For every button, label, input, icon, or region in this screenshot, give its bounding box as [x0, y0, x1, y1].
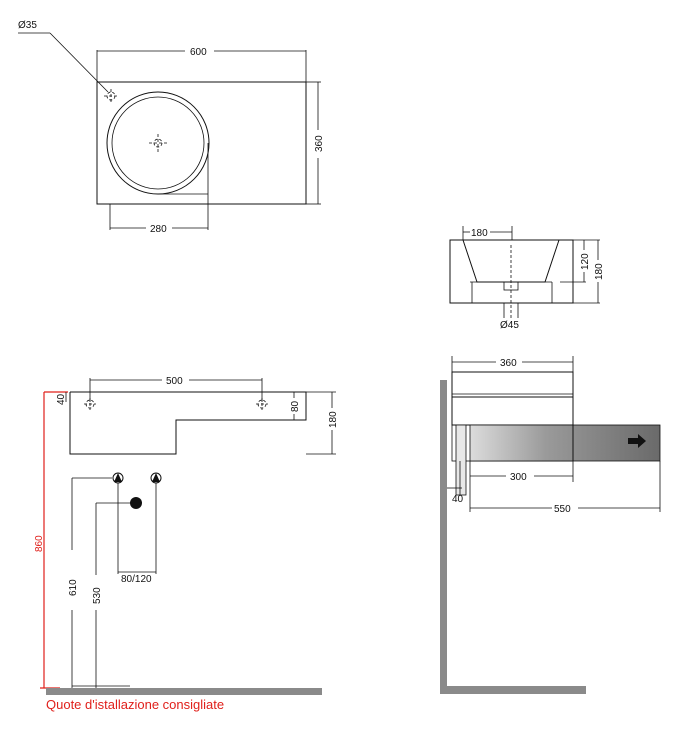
front-total-180-label: 180 [328, 411, 339, 428]
installation-caption: Quote d'istallazione consigliate [46, 697, 225, 712]
overall-550-label: 550 [554, 504, 571, 515]
wall-side [440, 380, 447, 694]
drain-height-530-label: 530 [92, 587, 103, 604]
bowl-offset-280-label: 280 [150, 224, 167, 235]
section-inner-120-label: 120 [580, 253, 591, 270]
depth-360-label: 360 [314, 135, 325, 152]
install-height-860-label: 860 [34, 535, 45, 552]
supply-spacing-label: 80/120 [121, 574, 152, 585]
drain-center-mark [149, 134, 167, 152]
supply-height-610-label: 610 [68, 579, 79, 596]
basin-front-outline [69, 391, 307, 455]
section-total-180-label: 180 [594, 263, 605, 280]
section-top-180-label: 180 [471, 228, 488, 239]
wall-gap-40-label: 40 [452, 494, 464, 505]
bracket-height-40-label: 40 [56, 393, 67, 405]
bowl-circle [106, 91, 210, 195]
drain-point [130, 497, 142, 509]
bracket-hole-left [85, 399, 95, 409]
supply-valve-right [150, 472, 162, 484]
basin-top-outline [96, 81, 307, 205]
tap-hole-mark [104, 89, 118, 103]
front-view: 860 500 40 80 180 [34, 376, 339, 695]
bracket-spacing-500-label: 500 [166, 376, 183, 387]
top-view: Ø35 600 360 [18, 20, 325, 235]
hole-diameter-label: Ø35 [18, 20, 37, 31]
basin-side-outline [451, 371, 574, 426]
side-depth-360-label: 360 [500, 358, 517, 369]
section-view: 180 120 180 Ø45 [449, 226, 605, 331]
floor-side [440, 686, 586, 694]
step-80-label: 80 [290, 400, 301, 412]
drawer-300-label: 300 [510, 472, 527, 483]
supply-valve-left [112, 472, 124, 484]
section-outline [449, 239, 574, 304]
bracket-hole-right [257, 399, 267, 409]
floor-front [46, 688, 322, 695]
drawer-arrow-icon [628, 434, 646, 448]
drain-pipe [455, 424, 467, 496]
drain-diameter-label: Ø45 [500, 320, 519, 331]
width-600-label: 600 [190, 47, 207, 58]
side-view: 360 300 40 550 [440, 356, 661, 694]
